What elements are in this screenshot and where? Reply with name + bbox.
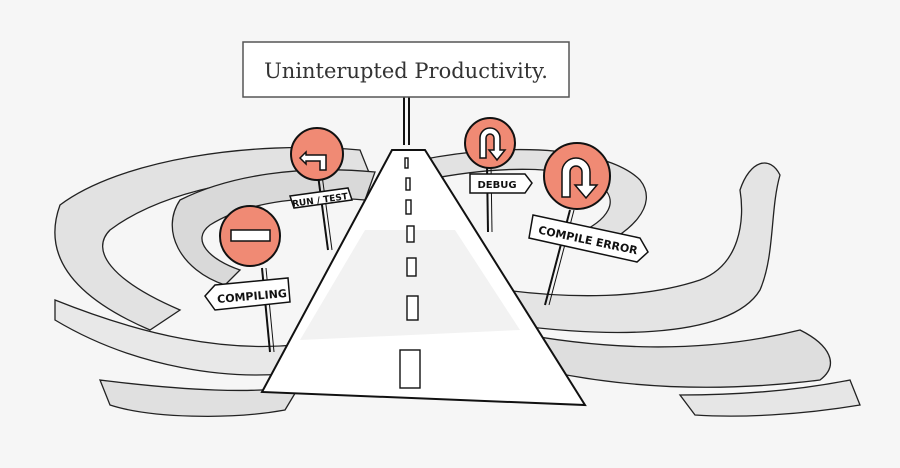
u-turn-icon	[479, 127, 507, 162]
title-board	[242, 41, 570, 98]
no-entry-icon	[230, 229, 271, 242]
compile-error-circle	[543, 142, 611, 210]
right-detour-roads	[419, 148, 861, 417]
title-text: Uninterupted Productivity.	[264, 59, 548, 83]
title-sign: Uninterupted Productivity.	[242, 41, 570, 145]
main-road	[260, 149, 587, 407]
run-test-circle	[290, 127, 344, 181]
compiling-sign: COMPILING	[204, 205, 291, 353]
u-turn-icon	[561, 157, 599, 200]
debug-sign: DEBUG	[464, 117, 533, 233]
debug-label: DEBUG	[477, 180, 516, 191]
lane-dashes	[399, 157, 421, 389]
compile-error-sign: COMPILE ERROR	[528, 142, 649, 306]
debug-circle	[464, 117, 516, 169]
compiling-label: COMPILING	[217, 287, 288, 306]
turn-left-arrow-icon	[298, 150, 327, 171]
